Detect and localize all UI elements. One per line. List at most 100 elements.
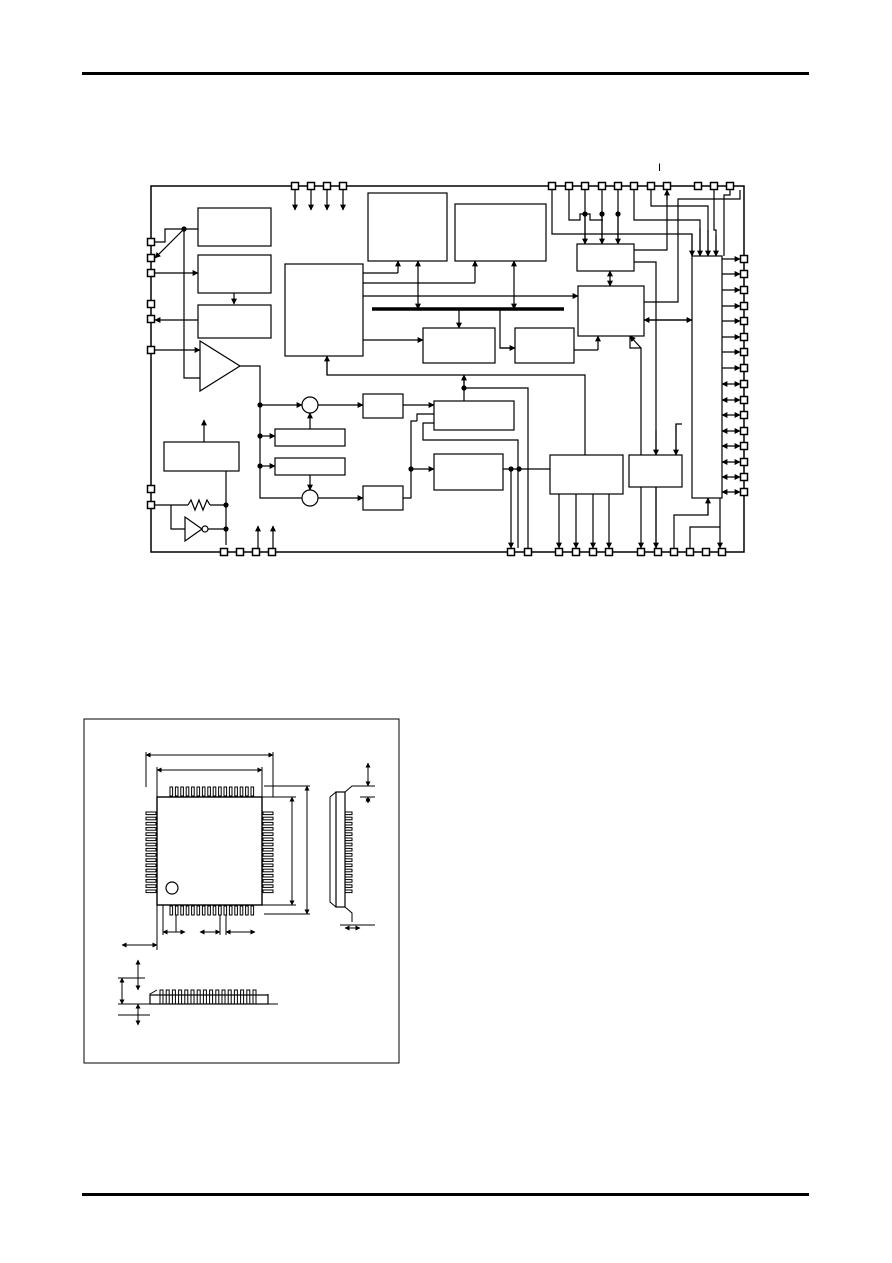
junction-dot [223,526,229,532]
package-lead-left [145,868,157,873]
package-lead-front [178,989,183,1005]
lead-bend-left [140,989,158,1005]
pin-pad [146,484,156,494]
pin-pad [290,181,300,191]
pin-pad [146,500,156,510]
side-profile-edge [329,791,337,908]
junction-dot [181,226,187,232]
wire [644,190,741,303]
pin-pad [739,441,749,451]
package-lead-side [344,816,353,821]
wire [240,365,302,499]
package-lead-front [233,989,238,1005]
pin-pad [739,363,749,373]
pin-pad [739,472,749,482]
package-lead-left [145,842,157,847]
package-lead-left [145,811,157,816]
junction-dot [508,466,514,472]
wire [155,228,198,243]
package-lead-bottom [228,905,233,916]
pin-pad [219,547,229,557]
pin-pad [653,547,663,557]
pin-pad [662,181,672,191]
block-left-2 [197,254,272,294]
junction-dot [516,466,522,472]
package-lead-front [159,989,164,1005]
footer-rule [82,1193,809,1196]
block-sigproc-1 [362,393,404,419]
pin-pad [629,181,639,191]
package-lead-bottom [191,905,195,916]
marker-text: I [658,162,661,174]
block-left-1 [197,207,272,247]
junction-dot [257,463,263,469]
junction-dot [223,502,229,508]
pin-pad [146,299,156,309]
package-lead-side [344,853,353,857]
pin-pad [739,316,749,326]
package-lead-side [344,827,353,831]
package-lead-top [169,786,174,797]
pin-pad [739,410,749,420]
package-lead-left [145,847,157,852]
pin-pad [547,181,557,191]
package-lead-bottom [169,905,174,916]
amplifier-triangle [199,339,242,393]
package-lead-front [252,989,257,1005]
package-lead-bottom [245,905,249,916]
package-lead-left [145,853,157,857]
package-lead-top [185,786,190,797]
pin-pad [739,379,749,389]
block-filter-2 [274,457,346,476]
package-lead-left [145,837,157,842]
package-lead-right [262,889,274,894]
block-ctrl [577,285,645,337]
package-lead-left [145,858,157,862]
wire [422,422,519,548]
package-lead-right [262,837,274,842]
pin-pad [693,181,703,191]
block-mid-2 [514,327,575,364]
wire [210,504,227,545]
block-core [284,263,364,357]
signal-arrow [629,335,642,349]
block-output [549,454,624,495]
wire [416,413,434,421]
pin-pad [571,547,581,557]
pin-pad [306,181,316,191]
block-ctrl-small [576,243,635,272]
block-filter-1 [274,428,346,447]
package-lead-front [240,989,245,1005]
package-lead-right [262,816,274,821]
pin-pad [146,237,156,247]
wire [673,498,709,548]
pin-pad [669,547,679,557]
wire [410,420,417,469]
wire [634,190,668,251]
pin-pad [146,253,156,263]
package-lead-side [344,873,353,878]
package-lead-front [202,989,207,1005]
package-lead-bottom [201,905,206,916]
wire [403,469,412,499]
wire [551,190,693,256]
package-lead-right [262,853,274,857]
block-regulator [163,441,240,472]
package-lead-left [145,879,157,883]
junction-dot [599,211,605,217]
block-sigproc-3 [433,453,504,491]
package-lead-right [262,884,274,888]
package-lead-top [191,786,195,797]
pin-pad [739,457,749,467]
package-lead-left [145,889,157,894]
package-lead-top [239,786,244,797]
block-memory-2 [454,203,547,262]
package-frame [83,718,400,1064]
inverter-triangle [184,515,204,543]
pin-pad [739,254,749,264]
package-lead-side [344,863,353,868]
functional-blocks [163,192,723,511]
junction-dot [257,402,263,408]
package-lead-front [221,989,226,1005]
